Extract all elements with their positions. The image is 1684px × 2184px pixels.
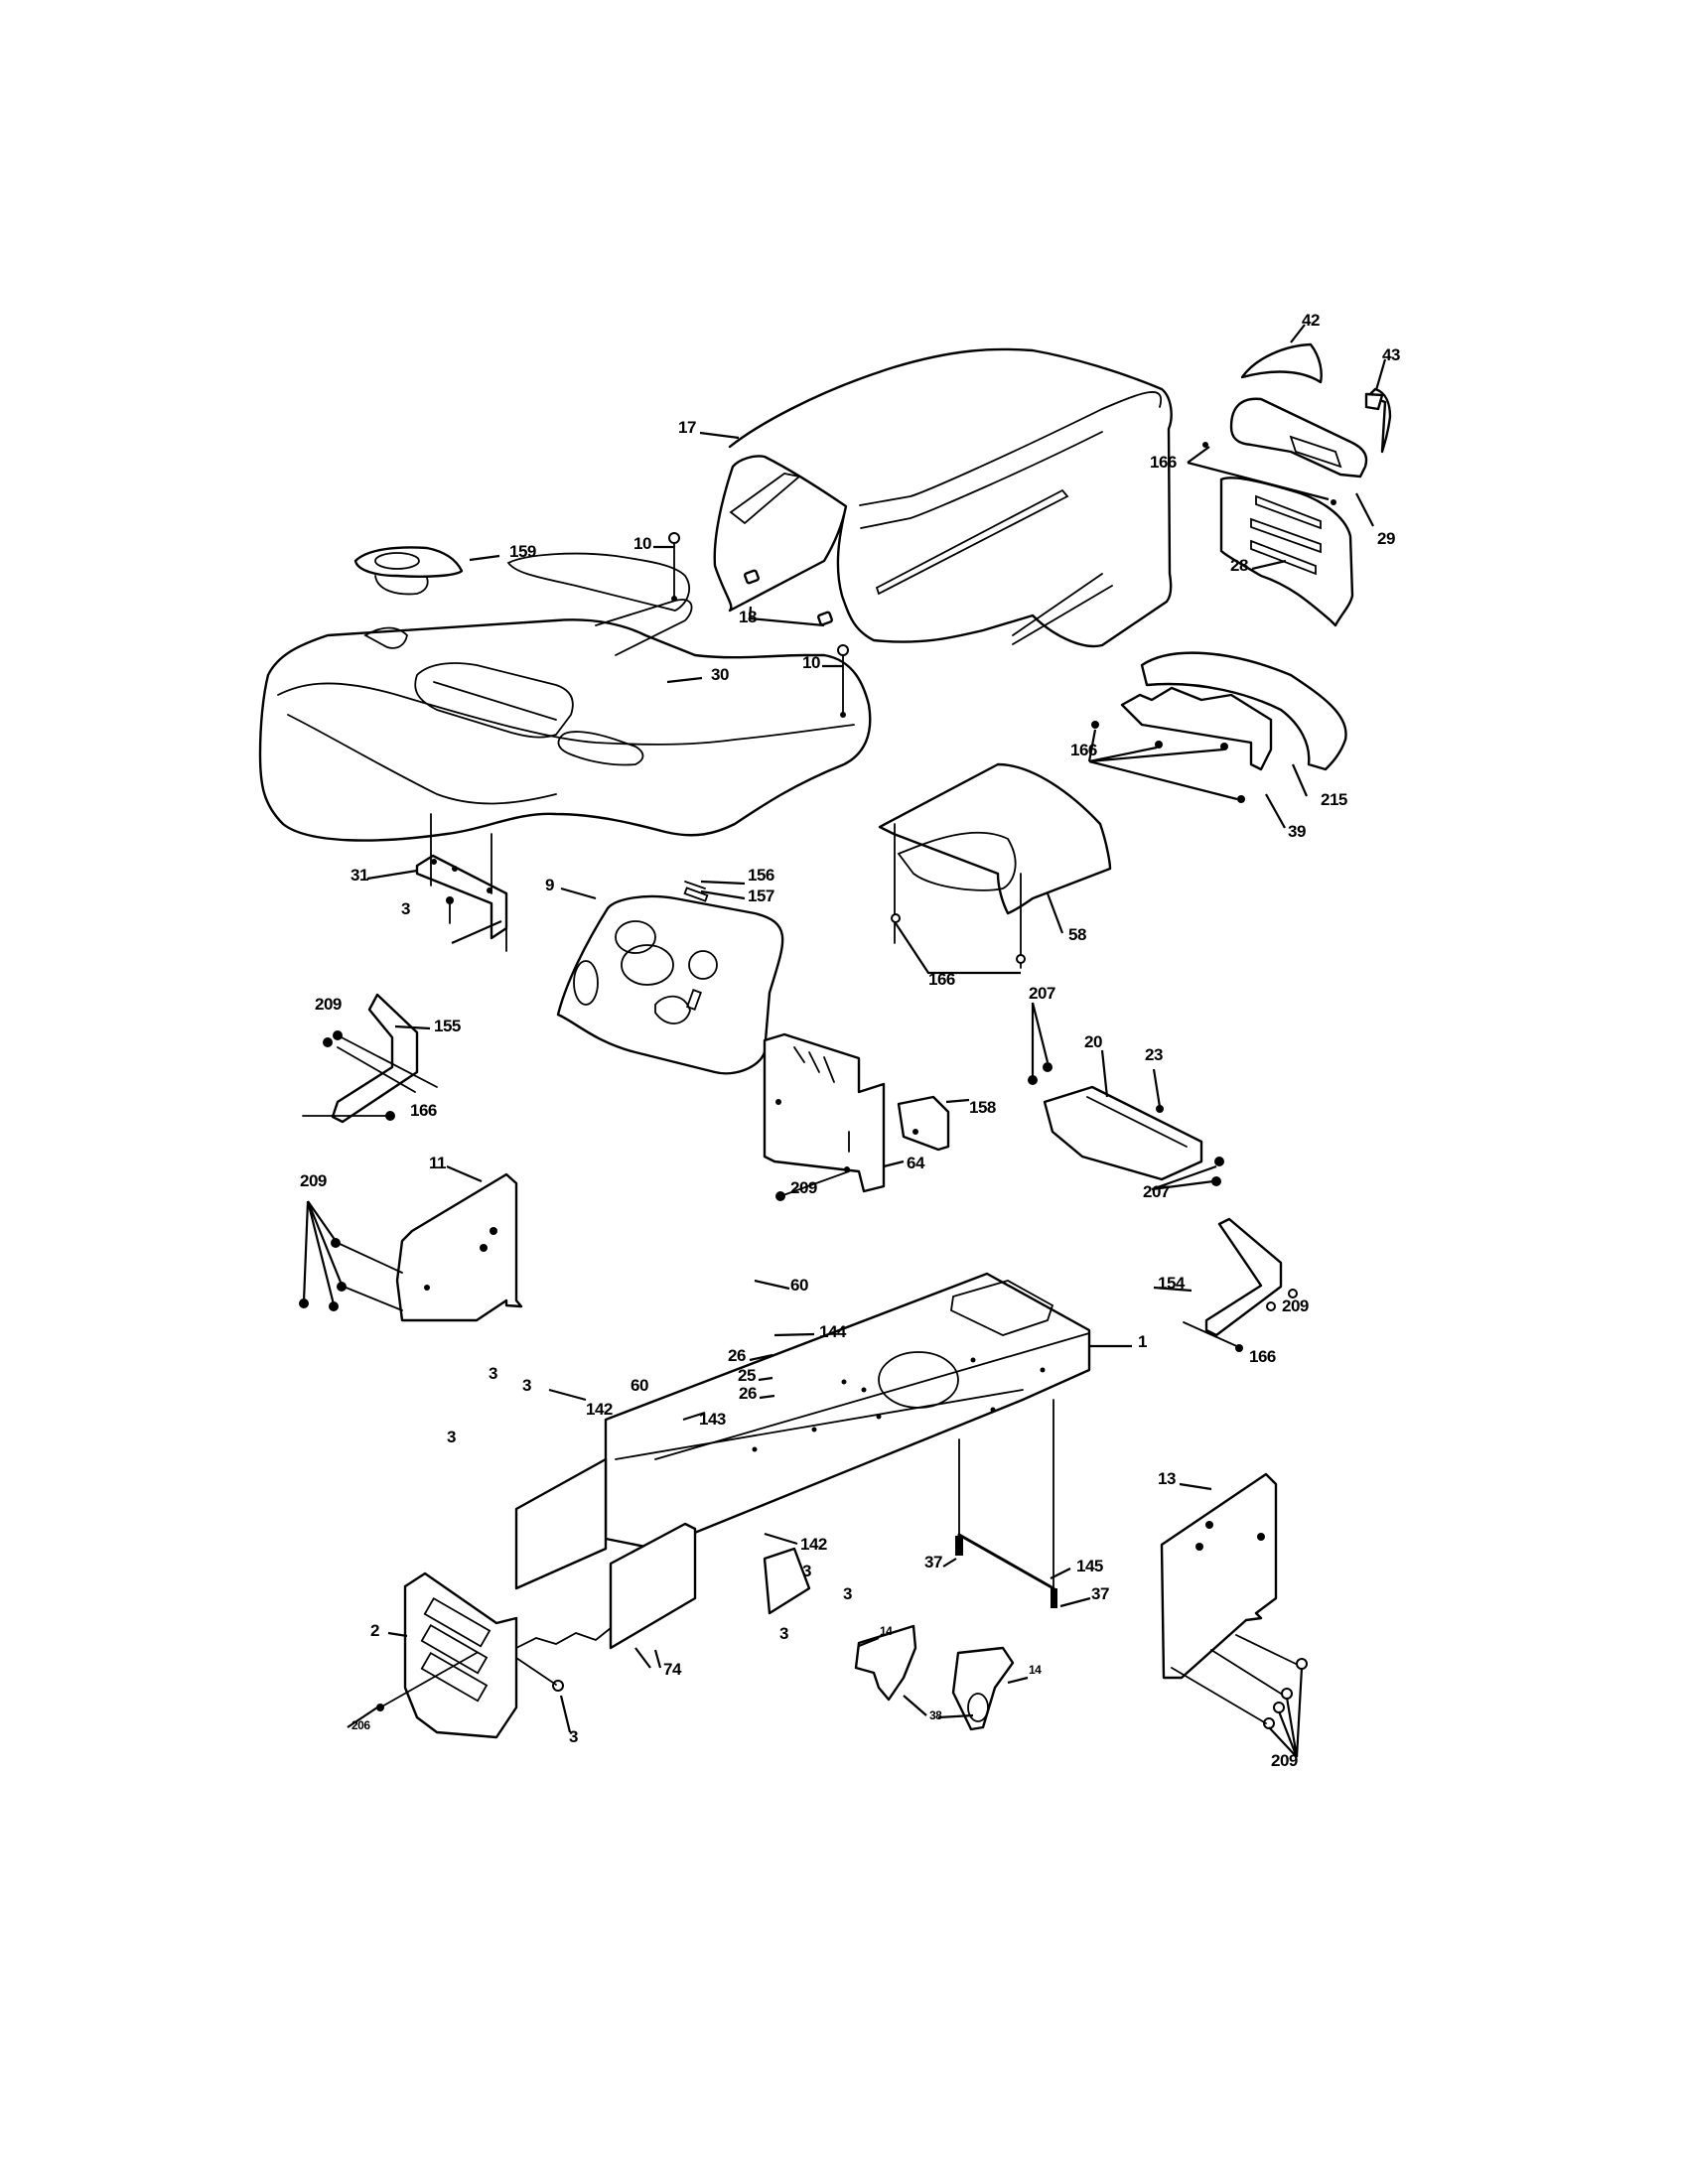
part-callout-156: 156 — [748, 866, 774, 885]
part-callout-2: 2 — [370, 1621, 379, 1640]
part-callout-23: 23 — [1145, 1045, 1163, 1064]
part-callout-207: 207 — [1143, 1182, 1170, 1201]
part-callout-42: 42 — [1302, 311, 1320, 330]
part-callout-209: 209 — [315, 995, 342, 1014]
part-callout-20: 20 — [1084, 1032, 1102, 1051]
part-callout-166: 166 — [1249, 1347, 1276, 1366]
part-callout-3: 3 — [802, 1562, 811, 1580]
part-callout-38: 38 — [929, 1708, 942, 1722]
hinge-brackets — [854, 1624, 1015, 1731]
rod-and-bolts — [955, 1533, 1057, 1608]
part-callout-1: 1 — [1138, 1332, 1147, 1351]
right-side-bracket — [1160, 1472, 1308, 1758]
part-callout-3: 3 — [401, 899, 410, 918]
left-side-bracket — [299, 1172, 523, 1322]
part-callout-39: 39 — [1288, 822, 1306, 841]
part-callout-154: 154 — [1158, 1274, 1185, 1293]
part-callout-10: 10 — [633, 534, 651, 553]
bumper-pads — [744, 569, 833, 626]
fender-bracket — [415, 813, 508, 952]
part-callout-64: 64 — [907, 1154, 924, 1172]
dash-cover — [878, 762, 1112, 975]
pedal-bracket-right — [1183, 1217, 1298, 1352]
part-callout-3: 3 — [569, 1727, 578, 1746]
cup-holder-part — [353, 546, 464, 596]
bumper-and-bracket — [1087, 651, 1347, 803]
part-callout-18: 18 — [739, 608, 757, 626]
part-callout-3: 3 — [522, 1376, 531, 1395]
dash-panel — [556, 881, 784, 1075]
hood-part — [713, 347, 1173, 648]
part-callout-14: 14 — [880, 1624, 893, 1638]
part-callout-209: 209 — [1282, 1297, 1309, 1315]
part-callout-155: 155 — [434, 1017, 461, 1035]
battery-tray — [1028, 1002, 1224, 1191]
part-callout-3: 3 — [843, 1584, 852, 1603]
part-callout-43: 43 — [1382, 345, 1400, 364]
part-callout-209: 209 — [300, 1171, 327, 1190]
main-frame — [604, 1272, 1091, 1599]
part-callout-10: 10 — [802, 653, 820, 672]
part-callout-157: 157 — [748, 887, 774, 905]
part-callout-60: 60 — [631, 1376, 648, 1395]
part-callout-158: 158 — [969, 1098, 996, 1117]
part-callout-206: 206 — [351, 1718, 370, 1732]
fender-part — [258, 552, 872, 842]
part-callout-29: 29 — [1377, 529, 1395, 548]
part-callout-159: 159 — [509, 542, 536, 561]
part-callout-11: 11 — [429, 1154, 446, 1172]
part-callout-209: 209 — [790, 1178, 817, 1197]
part-callout-3: 3 — [447, 1428, 456, 1446]
part-callout-9: 9 — [545, 876, 554, 894]
part-callout-207: 207 — [1029, 984, 1055, 1003]
part-callout-143: 143 — [699, 1410, 726, 1429]
part-callout-3: 3 — [489, 1364, 497, 1383]
part-callout-14: 14 — [1029, 1663, 1042, 1677]
part-callout-142: 142 — [586, 1400, 613, 1419]
part-callout-144: 144 — [819, 1322, 846, 1341]
part-callout-25: 25 — [738, 1366, 756, 1385]
part-callout-26: 26 — [739, 1384, 757, 1403]
part-callout-13: 13 — [1158, 1469, 1176, 1488]
part-callout-17: 17 — [678, 418, 696, 437]
frame-side-plates — [514, 1457, 811, 1650]
push-pins — [668, 532, 849, 718]
part-callout-209: 209 — [1271, 1751, 1298, 1770]
part-callout-166: 166 — [1070, 741, 1097, 759]
part-callout-37: 37 — [1091, 1584, 1109, 1603]
part-callout-28: 28 — [1230, 556, 1248, 575]
part-callout-58: 58 — [1068, 925, 1086, 944]
part-callout-60: 60 — [790, 1276, 808, 1295]
leader-lines — [347, 324, 1387, 1733]
part-callout-31: 31 — [351, 866, 368, 885]
grille-assembly — [1202, 342, 1392, 627]
part-callout-37: 37 — [924, 1553, 942, 1571]
part-callout-145: 145 — [1076, 1557, 1103, 1575]
part-callout-142: 142 — [800, 1535, 827, 1554]
part-callout-30: 30 — [711, 665, 729, 684]
part-callout-166: 166 — [1150, 453, 1177, 472]
part-callout-74: 74 — [663, 1660, 681, 1679]
part-callout-166: 166 — [410, 1101, 437, 1120]
part-callout-166: 166 — [928, 970, 955, 989]
front-bracket-plate — [376, 1571, 612, 1739]
part-callout-215: 215 — [1321, 790, 1347, 809]
part-callout-26: 26 — [728, 1346, 746, 1365]
battery-bracket — [763, 1032, 950, 1201]
part-callout-3: 3 — [779, 1624, 788, 1643]
